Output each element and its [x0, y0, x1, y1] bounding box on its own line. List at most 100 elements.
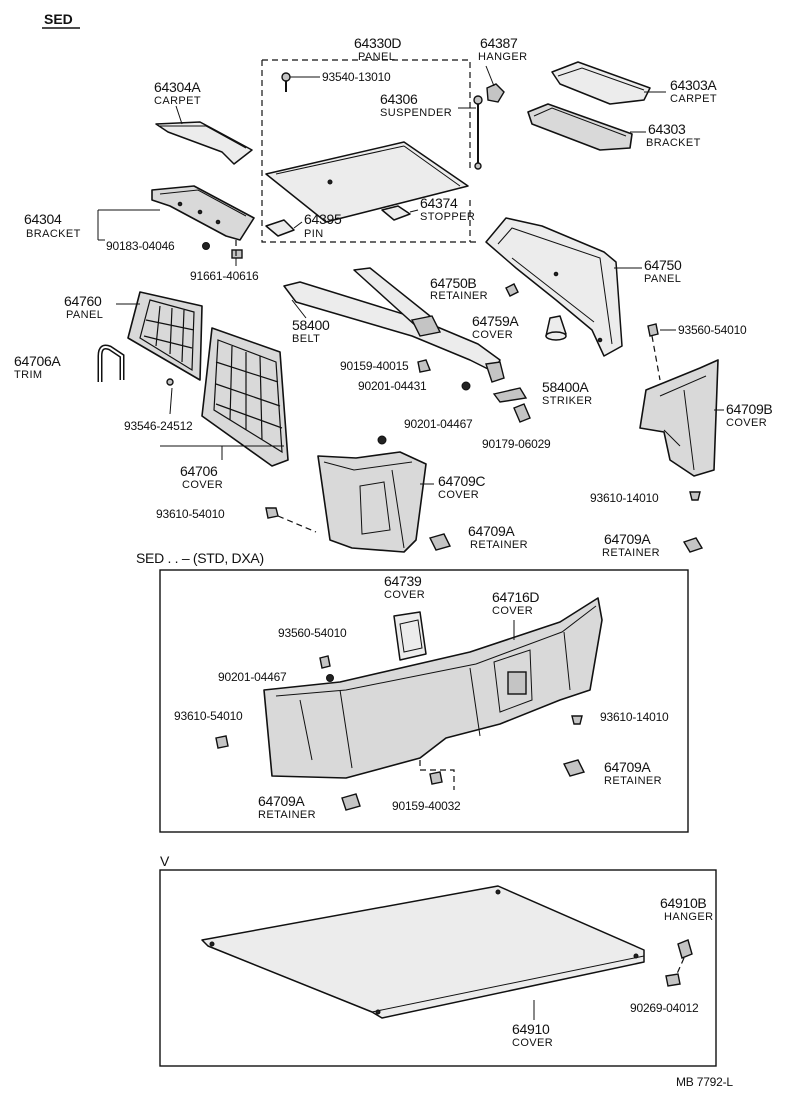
- label-64910: 64910: [512, 1021, 550, 1037]
- lead-64387: [485, 65, 495, 87]
- desc-64709A-box-right: RETAINER: [604, 775, 662, 787]
- label-90269-04012: 90269-04012: [630, 1001, 699, 1015]
- desc-64739: COVER: [384, 589, 425, 601]
- desc-64910: COVER: [512, 1037, 553, 1049]
- desc-64387: HANGER: [478, 51, 527, 63]
- label-64709A-right: 64709A: [604, 531, 651, 547]
- bolt-93610c: [215, 735, 229, 749]
- cover-64709B-detail: [659, 375, 707, 471]
- panel-group-dashed-box: [261, 59, 480, 243]
- panel-64760: [127, 291, 203, 381]
- trim-64706A: [97, 344, 125, 382]
- panel-64750-hole-b: [597, 337, 603, 343]
- belt-58400-buckle: [410, 315, 442, 337]
- lead-64395: [293, 221, 303, 229]
- desc-58400: BELT: [292, 333, 320, 345]
- clip-90269: [665, 973, 681, 987]
- retainer-64750B: [505, 283, 519, 297]
- label-64304A: 64304A: [154, 79, 201, 95]
- desc-64706: COVER: [182, 479, 223, 491]
- label-64750: 64750: [644, 257, 682, 273]
- cover-64910-hole-d: [375, 1009, 381, 1015]
- cover-64910: [201, 885, 645, 1019]
- screw-93546: [166, 378, 174, 386]
- cover-64706-grid: [213, 339, 283, 454]
- label-64910B: 64910B: [660, 895, 706, 911]
- cover-64910-hole-b: [495, 889, 501, 895]
- panel-64760-grid: [139, 299, 195, 372]
- label-64303A: 64303A: [670, 77, 717, 93]
- label-93610-54010-top: 93610-54010: [156, 507, 225, 521]
- desc-64759A: COVER: [472, 329, 513, 341]
- cover-64910-hole-c: [633, 953, 639, 959]
- cover-64759A-base: [545, 331, 567, 341]
- label-90201-04431: 90201-04431: [358, 379, 427, 393]
- label-64706: 64706: [180, 463, 218, 479]
- carpet-64303A-edge: [557, 67, 645, 91]
- desc-64303A: CARPET: [670, 93, 717, 105]
- carpet-64304A: [155, 121, 253, 165]
- desc-64750: PANEL: [644, 273, 681, 285]
- bracket-64304-hole-b: [197, 209, 203, 215]
- cover-64910-edge: [207, 945, 645, 1013]
- screw-93560b: [319, 655, 331, 669]
- label-64709A-box-right: 64709A: [604, 759, 651, 775]
- label-64306: 64306: [380, 91, 418, 107]
- suspender-64306-bottom: [474, 162, 482, 170]
- label-93546-24512: 93546-24512: [124, 419, 193, 433]
- label-90159-40015: 90159-40015: [340, 359, 409, 373]
- lead-58400: [291, 299, 307, 319]
- label-64709C: 64709C: [438, 473, 485, 489]
- lead-64910B-dashed: [675, 957, 685, 977]
- label-64304: 64304: [24, 211, 62, 227]
- label-93560-54010-top: 93560-54010: [678, 323, 747, 337]
- cover-64716D: [263, 597, 603, 779]
- label-64716D: 64716D: [492, 589, 539, 605]
- desc-64304: BRACKET: [26, 228, 81, 240]
- label-64387: 64387: [480, 35, 518, 51]
- nut-90179: [513, 403, 531, 423]
- desc-64750B: RETAINER: [430, 290, 488, 302]
- desc-64760: PANEL: [66, 309, 103, 321]
- labels: 64330D PANEL 64387 HANGER 64304A CARPET …: [14, 35, 773, 1049]
- hanger-64387: [486, 83, 505, 103]
- bracket-64304-hole-a: [177, 201, 183, 207]
- cover-64716D-bracket: [507, 671, 527, 695]
- label-93560-54010-box: 93560-54010: [278, 626, 347, 640]
- retainer-64709A-box-right: [562, 759, 586, 777]
- lead-64706: [160, 445, 284, 460]
- label-93540-13010: 93540-13010: [322, 70, 391, 84]
- label-64759A: 64759A: [472, 313, 519, 329]
- section-v-label: V: [160, 853, 170, 869]
- carpet-64303A: [551, 61, 651, 105]
- section-std-dxa-label: SED . . – (STD, DXA): [136, 550, 264, 566]
- label-64395: 64395: [304, 211, 342, 227]
- cover-64716D-detail: [275, 605, 597, 769]
- washer-90201a: [461, 381, 471, 391]
- carpet-64304A-edge: [160, 125, 247, 149]
- bolt-90159a: [417, 359, 431, 373]
- package-tray-panel: [265, 141, 469, 223]
- label-91661-40616: 91661-40616: [190, 269, 259, 283]
- nut-90183: [202, 242, 210, 250]
- desc-64374: STOPPER: [420, 211, 475, 223]
- label-64760: 64760: [64, 293, 102, 309]
- label-90201-04467-box: 90201-04467: [218, 670, 287, 684]
- section-std-dxa-box: [159, 569, 689, 833]
- model-label: SED: [44, 11, 73, 27]
- label-64706A: 64706A: [14, 353, 61, 369]
- lead-64304: [97, 209, 160, 241]
- screw-93560a: [647, 323, 659, 337]
- cover-64709C-detail: [323, 461, 413, 549]
- lead-93610b-dashed: [277, 515, 317, 533]
- label-93610-54010-box: 93610-54010: [174, 709, 243, 723]
- bolt-90159b: [429, 771, 443, 785]
- cover-64706: [201, 327, 289, 467]
- trim-64706A-highlight: [99, 346, 123, 382]
- belt-58400-anchor: [485, 361, 505, 383]
- label-64739: 64739: [384, 573, 422, 589]
- desc-64709A-center: RETAINER: [470, 539, 528, 551]
- desc-64709B: COVER: [726, 417, 767, 429]
- stopper-64374: [381, 205, 411, 221]
